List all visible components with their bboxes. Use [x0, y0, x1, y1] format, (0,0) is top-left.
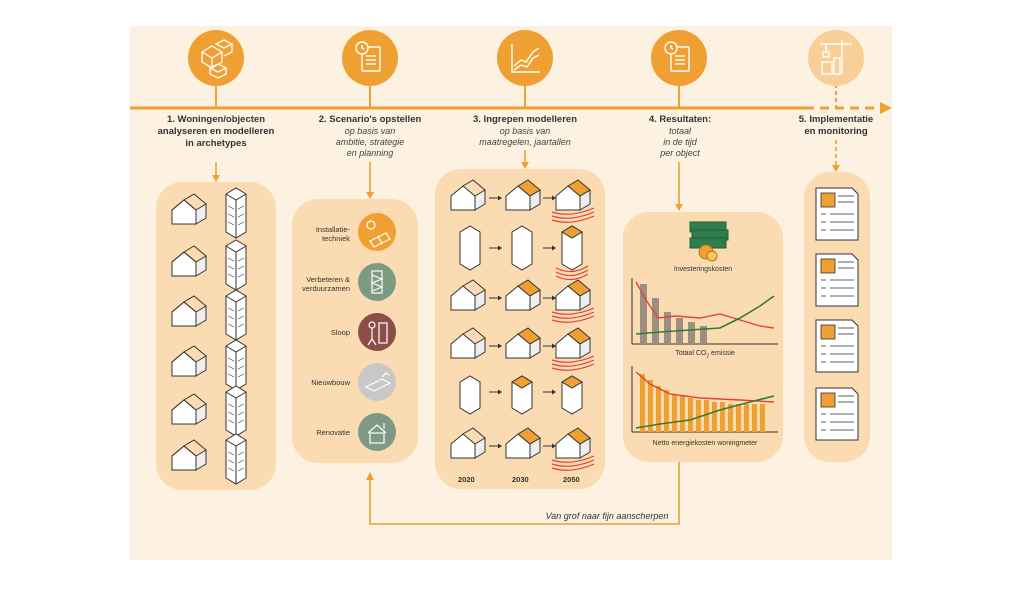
line-graph-icon: [511, 44, 540, 73]
investment-label: Investeringskosten: [673, 266, 733, 273]
step2-subtitle: op basis van ambitie, strategie en plann…: [335, 126, 405, 158]
insulation-icon: [370, 270, 384, 294]
step3-subtitle: op basis van maatregelen, jaartallen: [479, 126, 571, 147]
scenario-label-verbeteren: Verbeteren &verduurzamen: [302, 275, 350, 293]
step5-circle: [808, 30, 864, 86]
step3-circle: [497, 30, 553, 86]
demolition-icon: [367, 321, 388, 346]
bricklaying-icon: [364, 372, 392, 392]
houses-isometric-icon: [200, 39, 234, 79]
solar-panel-icon: [366, 220, 391, 248]
scenario-sloop-circle[interactable]: [358, 313, 396, 351]
step1-circle: [188, 30, 244, 86]
archetypes-panel: [156, 182, 276, 490]
scenario-verbeteren-circle[interactable]: [358, 263, 396, 301]
scenario-label-renovatie: Renovatie: [316, 428, 350, 437]
scenario-renovatie-circle[interactable]: [358, 413, 396, 451]
scenarios-panel: [292, 199, 418, 463]
step2-circle: [342, 30, 398, 86]
scenario-installatie-circle[interactable]: [358, 213, 396, 251]
scenario-label-nieuwbouw: Nieuwbouw: [311, 378, 350, 387]
year-2020: 2020: [458, 475, 475, 484]
year-2030: 2030: [512, 475, 529, 484]
step4-subtitle: totaal in de tijd per object: [660, 126, 700, 158]
step1-title: 1. Woningen/objecten analyseren en model…: [157, 114, 275, 149]
feedback-note: Van grof naar fijn aanscherpen: [545, 511, 669, 521]
co2-label: Totaal CO2 emissie: [675, 350, 735, 360]
step3-title: 3. Ingrepen modelleren: [473, 114, 577, 125]
step4-title: 4. Resultaten:: [648, 114, 712, 125]
year-2050: 2050: [563, 475, 580, 484]
construction-crane-icon: [820, 40, 852, 75]
scenario-label-installatie: Installatie-techniek: [315, 225, 350, 243]
renovation-icon: [367, 423, 387, 444]
scenario-nieuwbouw-circle[interactable]: [358, 363, 396, 401]
step5-title: 5. Implementatie en monitoring: [798, 114, 874, 137]
step4-circle: [651, 30, 707, 86]
document-clock-icon: [355, 41, 381, 72]
step2-title: 2. Scenario's opstellen: [318, 114, 422, 125]
scenario-label-sloop: Sloop: [330, 328, 350, 337]
document-clock-icon: [664, 41, 690, 72]
energy-label: Netto energiekosten woningmeter: [652, 440, 758, 447]
